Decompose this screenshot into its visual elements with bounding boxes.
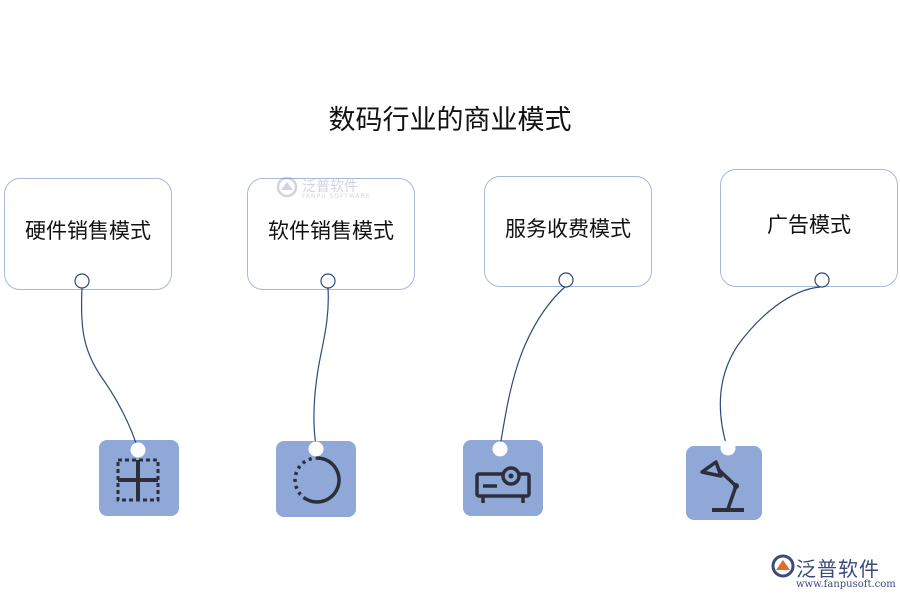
desk-lamp-icon — [700, 460, 744, 512]
tile-software — [276, 441, 356, 517]
brand-logo-icon — [771, 554, 795, 578]
card-label: 硬件销售模式 — [25, 219, 151, 243]
card-hardware-sales: 硬件销售模式 — [4, 178, 172, 290]
card-service-fees: 服务收费模式 — [484, 176, 652, 287]
watermark-logo-icon — [276, 176, 298, 198]
card-advertising: 广告模式 — [720, 169, 898, 287]
watermark: 泛普软件 FANPU SOFTWARE — [275, 176, 370, 202]
connector-line-3 — [499, 285, 567, 448]
connector-line-1 — [80, 287, 138, 447]
connector-line-4 — [719, 286, 821, 448]
tile-hardware — [99, 440, 179, 516]
circle-loading-icon — [293, 456, 341, 504]
diagram-title: 数码行业的商业模式 — [328, 105, 572, 136]
card-software-sales: 软件销售模式 — [247, 178, 415, 290]
brand-url: www.fanpusoft.com — [796, 579, 896, 590]
connector-line-2 — [313, 287, 329, 447]
brand-name: 泛普软件 — [796, 557, 880, 581]
watermark-name: 泛普软件 — [302, 179, 358, 195]
projector-icon — [475, 466, 531, 503]
card-label: 广告模式 — [767, 213, 851, 237]
card-label: 软件销售模式 — [268, 219, 394, 243]
watermark-sub: FANPU SOFTWARE — [302, 193, 371, 200]
grid-icon — [116, 458, 160, 502]
tile-advertising — [686, 446, 762, 520]
brand-logo: 泛普软件 www.fanpusoft.com — [770, 551, 896, 596]
tile-service — [463, 440, 543, 516]
card-label: 服务收费模式 — [505, 216, 631, 241]
